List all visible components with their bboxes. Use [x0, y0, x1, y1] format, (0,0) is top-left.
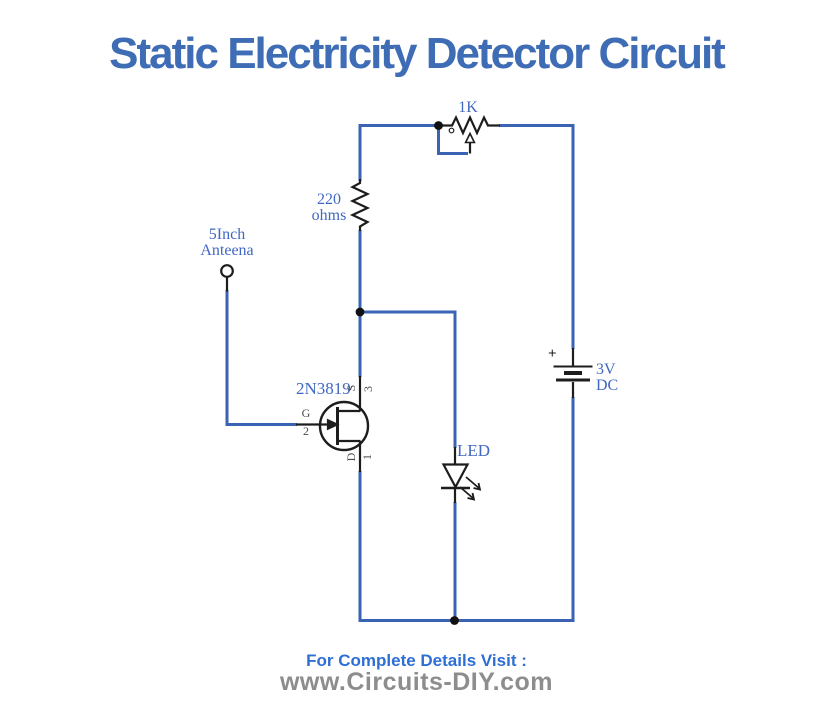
antenna-label: 5Inch Anteena	[190, 227, 264, 259]
jfet-pin-gate-number: 2	[303, 424, 309, 438]
battery-symbol	[553, 348, 593, 398]
wires	[225, 124, 575, 622]
led-arrow-2	[459, 486, 475, 500]
potentiometer-symbol	[438, 114, 500, 154]
led-emission-arrows	[459, 476, 482, 501]
junction-dot-bottom	[450, 616, 459, 625]
potentiometer-pin-marker	[448, 127, 455, 134]
led-symbol	[441, 447, 482, 503]
footer-visit-text: For Complete Details Visit :	[306, 651, 527, 670]
battery-label: 3V DC	[596, 362, 618, 394]
transistor-label: 2N3819	[296, 379, 351, 398]
led-arrow-1	[465, 476, 481, 490]
jfet-body-circle	[318, 400, 370, 452]
junction-dot-top	[434, 121, 443, 130]
wire-led-branch	[360, 310, 457, 448]
jfet-symbol	[296, 376, 370, 472]
wire-antenna	[225, 290, 297, 426]
resistor-label: 220 ohms	[303, 192, 355, 224]
battery-polarity-sign: +	[548, 346, 557, 362]
antenna-symbol	[220, 264, 234, 292]
junction-dot-middle	[355, 307, 365, 317]
wire-pot-wiper-loop	[437, 127, 468, 155]
resistor-symbol	[349, 179, 371, 231]
led-arrow-2-head	[467, 492, 476, 501]
jfet-pin-source-name: S	[344, 384, 358, 392]
led-triangle	[441, 463, 470, 490]
battery-label-line1: 3V	[596, 361, 616, 378]
jfet-pin-drain-number: 1	[360, 454, 374, 460]
resistor-unit: ohms	[311, 207, 347, 224]
jfet-pin-source-number: 3	[361, 386, 375, 392]
led-label: LED	[457, 441, 491, 460]
potentiometer-wiper-arrowhead	[464, 131, 476, 144]
battery-label-line2: DC	[596, 377, 619, 394]
junction-dots	[355, 121, 459, 625]
jfet-pin-drain-name: D	[344, 452, 358, 462]
led-arrow-1-head	[473, 482, 482, 491]
page-title: Static Electricity Detector Circuit	[109, 29, 726, 78]
jfet-gate-arrowhead	[326, 418, 340, 431]
wire-top-left	[358, 124, 441, 181]
antenna-label-line2: Anteena	[200, 242, 254, 259]
jfet-pin-gate-name: G	[301, 406, 311, 420]
antenna-terminal	[220, 264, 234, 278]
resistor-value: 220	[317, 191, 341, 208]
footer-website-url: www.Circuits-DIY.com	[279, 668, 553, 696]
potentiometer-label: 1K	[458, 99, 478, 116]
antenna-label-line1: 5Inch	[208, 226, 246, 243]
potentiometer-zigzag	[438, 114, 500, 136]
